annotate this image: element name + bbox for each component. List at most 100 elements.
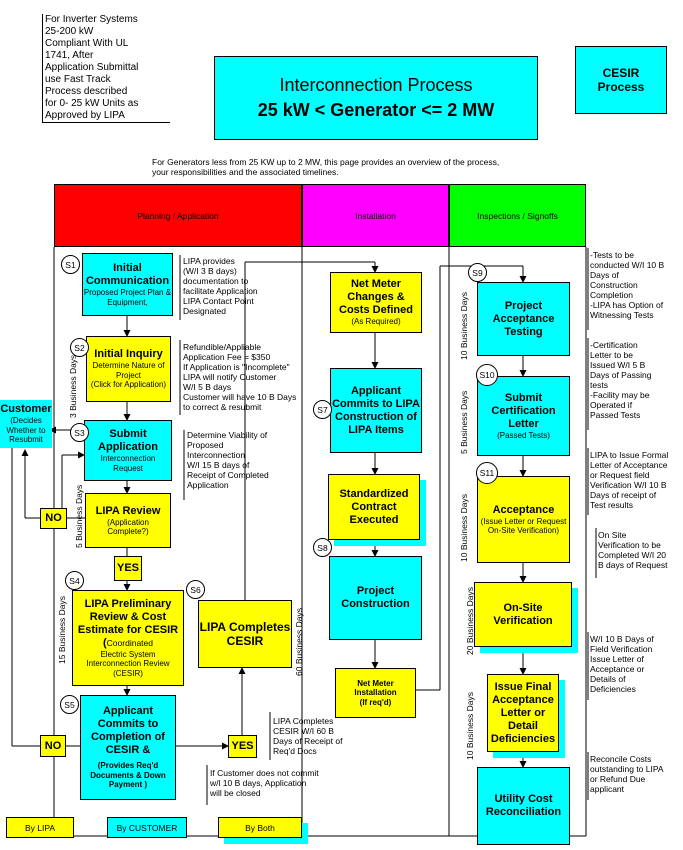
duration-5-days-review: 5 Business Days [74, 484, 84, 548]
acceptance-sub: (Issue Letter or Request On-Site Verific… [480, 516, 567, 536]
standardized-contract-title: Standardized Contract Executed [339, 487, 409, 526]
step-badge-s11: S11 [476, 462, 498, 484]
decision-yes-review[interactable]: YES [114, 556, 142, 581]
step-badge-s4: S4 [65, 571, 84, 590]
title-box: Interconnection Process 25 kW < Generato… [214, 56, 538, 140]
step-badge-s3: S3 [70, 423, 89, 442]
page-description: For Generators less from 25 KW up to 2 M… [152, 157, 500, 177]
phase-inspections-label: Inspections / Signoffs [477, 210, 558, 221]
phase-inspections: Inspections / Signoffs [449, 184, 586, 247]
duration-10-days-final: 10 Business Days [465, 691, 475, 760]
step-standardized-contract[interactable]: Standardized Contract Executed [328, 474, 420, 540]
certification-letter-title: Submit Certification Letter [491, 391, 556, 430]
legend-by-lipa: By LIPA [6, 817, 74, 838]
decision-no-review-label: NO [45, 512, 62, 524]
net-meter-installation-sub: (If req'd) [359, 697, 392, 707]
note-lipa-completes-cesir: LIPA Completes CESIR W/I 60 B Days of Re… [273, 716, 343, 756]
page-subtitle: 25 kW < Generator <= 2 MW [257, 100, 495, 120]
inverter-side-note: For Inverter Systems 25-200 kW Compliant… [42, 14, 170, 123]
final-acceptance-title: Issue Final Acceptance Letter or Detail … [490, 680, 556, 745]
initial-communication-title: Initial Communication [85, 262, 170, 287]
preliminary-review-title-tail: Coordinated [106, 637, 153, 648]
legend-by-customer-label: By CUSTOMER [116, 822, 178, 833]
phase-planning: Planning / Application [54, 184, 302, 247]
page-title: Interconnection Process [279, 75, 473, 95]
project-construction-title: Project Construction [341, 585, 410, 610]
step-badge-s2: S2 [70, 338, 89, 357]
step-initial-inquiry[interactable]: Initial Inquiry Determine Nature of Proj… [86, 336, 171, 402]
note-lipa-provides: LIPA provides (W/I 3 B days) documentati… [183, 256, 258, 316]
applicant-commits-lipa-title: Applicant Commits to LIPA Construction o… [332, 384, 420, 436]
decision-yes-commit-label: YES [231, 740, 254, 752]
preliminary-review-title: LIPA Preliminary Review & Cost Estimate … [73, 598, 183, 650]
step-utility-cost-reconciliation[interactable]: Utility Cost Reconciliation [477, 767, 570, 845]
step-badge-s5: S5 [60, 695, 79, 714]
decision-yes-commit[interactable]: YES [228, 735, 257, 758]
step-badge-s9: S9 [468, 263, 487, 282]
note-formal-letter: LIPA to Issue Formal Letter of Acceptanc… [590, 450, 669, 510]
certification-letter-sub: (Passed Tests) [497, 430, 550, 440]
step-badge-s8: S8 [313, 538, 332, 557]
onsite-verification-title: On-Site Verification [493, 601, 553, 627]
net-meter-changes-sub: (As Required) [351, 317, 401, 327]
step-badge-s7: S7 [313, 400, 332, 419]
note-application-fee: Refundible/Appliable Application Fee = $… [183, 342, 297, 412]
note-field-verification: W/I 10 B Days of Field Verification Issu… [590, 634, 654, 694]
lipa-review-title: LIPA Review [95, 504, 161, 517]
legend-by-customer: By CUSTOMER [107, 817, 187, 838]
preliminary-review-sub: Electric System Interconnection Review (… [86, 649, 170, 678]
legend-by-both: By Both [218, 817, 302, 838]
duration-5-days-cert: 5 Business Days [459, 390, 469, 454]
step-badge-s10: S10 [476, 364, 498, 386]
step-preliminary-review[interactable]: LIPA Preliminary Review & Cost Estimate … [72, 590, 184, 686]
phase-planning-label: Planning / Application [137, 210, 219, 221]
step-net-meter-changes[interactable]: Net Meter Changes & Costs Defined (As Re… [330, 272, 422, 333]
acceptance-title: Acceptance [492, 503, 555, 516]
cesir-process-link[interactable]: CESIR Process [575, 46, 667, 114]
step-applicant-commits-cesir[interactable]: Applicant Commits to Completion of CESIR… [80, 695, 176, 800]
step-project-construction[interactable]: Project Construction [329, 556, 422, 640]
legend-by-both-label: By Both [245, 822, 275, 833]
step-final-acceptance[interactable]: Issue Final Acceptance Letter or Detail … [487, 674, 559, 752]
preliminary-review-title-text: LIPA Preliminary Review & Cost Estimate … [77, 597, 179, 649]
duration-60-days: 60 Business Days [294, 607, 304, 676]
step-net-meter-installation[interactable]: Net Meter Installation (If req'd) [335, 668, 416, 718]
note-certification: -Certification Letter to be Issued W/I 5… [590, 340, 652, 420]
applicant-commits-cesir-sub: (Provides Req'd Documents & Down Payment… [90, 761, 166, 790]
applicant-commits-cesir-title: Applicant Commits to Completion of CESIR… [91, 705, 165, 757]
step-onsite-verification[interactable]: On-Site Verification [474, 582, 572, 647]
step-acceptance[interactable]: Acceptance (Issue Letter or Request On-S… [477, 476, 570, 563]
legend-by-lipa-label: By LIPA [24, 822, 56, 833]
initial-inquiry-title: Initial Inquiry [94, 348, 163, 361]
duration-10-days-testing: 10 Business Days [459, 291, 469, 360]
step-lipa-review[interactable]: LIPA Review (Application Complete?) [85, 493, 171, 548]
step-badge-s1: S1 [61, 255, 80, 274]
submit-application-sub: Interconnection Request [100, 454, 156, 473]
step-submit-application[interactable]: Submit Application Interconnection Reque… [84, 420, 172, 481]
note-reconcile: Reconcile Costs outstanding to LIPA or R… [590, 754, 664, 794]
decision-yes-review-label: YES [116, 562, 139, 574]
step-lipa-completes-cesir[interactable]: LIPA Completes CESIR [198, 600, 292, 668]
duration-10-days-acceptance: 10 Business Days [459, 493, 469, 562]
decision-no-review[interactable]: NO [40, 508, 67, 529]
net-meter-changes-title: Net Meter Changes & Costs Defined [339, 278, 413, 317]
step-certification-letter[interactable]: Submit Certification Letter (Passed Test… [477, 376, 570, 456]
decision-no-commit-label: NO [44, 739, 62, 752]
phase-installation-label: Installation [355, 210, 396, 221]
utility-cost-reconciliation-title: Utility Cost Reconciliation [485, 793, 562, 818]
lipa-completes-cesir-title: LIPA Completes CESIR [199, 620, 291, 648]
lipa-review-sub: (Application Complete?) [107, 517, 149, 537]
customer-box[interactable]: Customer (Decides Whether to Resubmit [0, 400, 52, 448]
initial-inquiry-sub: Determine Nature of Project (Click for A… [90, 361, 167, 390]
step-applicant-commits-lipa[interactable]: Applicant Commits to LIPA Construction o… [330, 368, 422, 453]
submit-application-title: Submit Application [98, 428, 158, 453]
duration-15-days: 15 Business Days [57, 595, 67, 664]
net-meter-installation-title: Net Meter Installation [354, 678, 397, 698]
duration-3-days: 3 Business Days [68, 354, 78, 418]
initial-communication-sub: Proposed Project Plan & Equipment, [83, 288, 172, 307]
customer-sub: (Decides Whether to Resubmit [6, 416, 46, 445]
step-initial-communication[interactable]: Initial Communication Proposed Project P… [82, 253, 173, 316]
note-determine-viability: Determine Viability of Proposed Intercon… [187, 430, 269, 490]
step-acceptance-testing[interactable]: Project Acceptance Testing [477, 282, 570, 356]
decision-no-commit[interactable]: NO [40, 735, 66, 757]
